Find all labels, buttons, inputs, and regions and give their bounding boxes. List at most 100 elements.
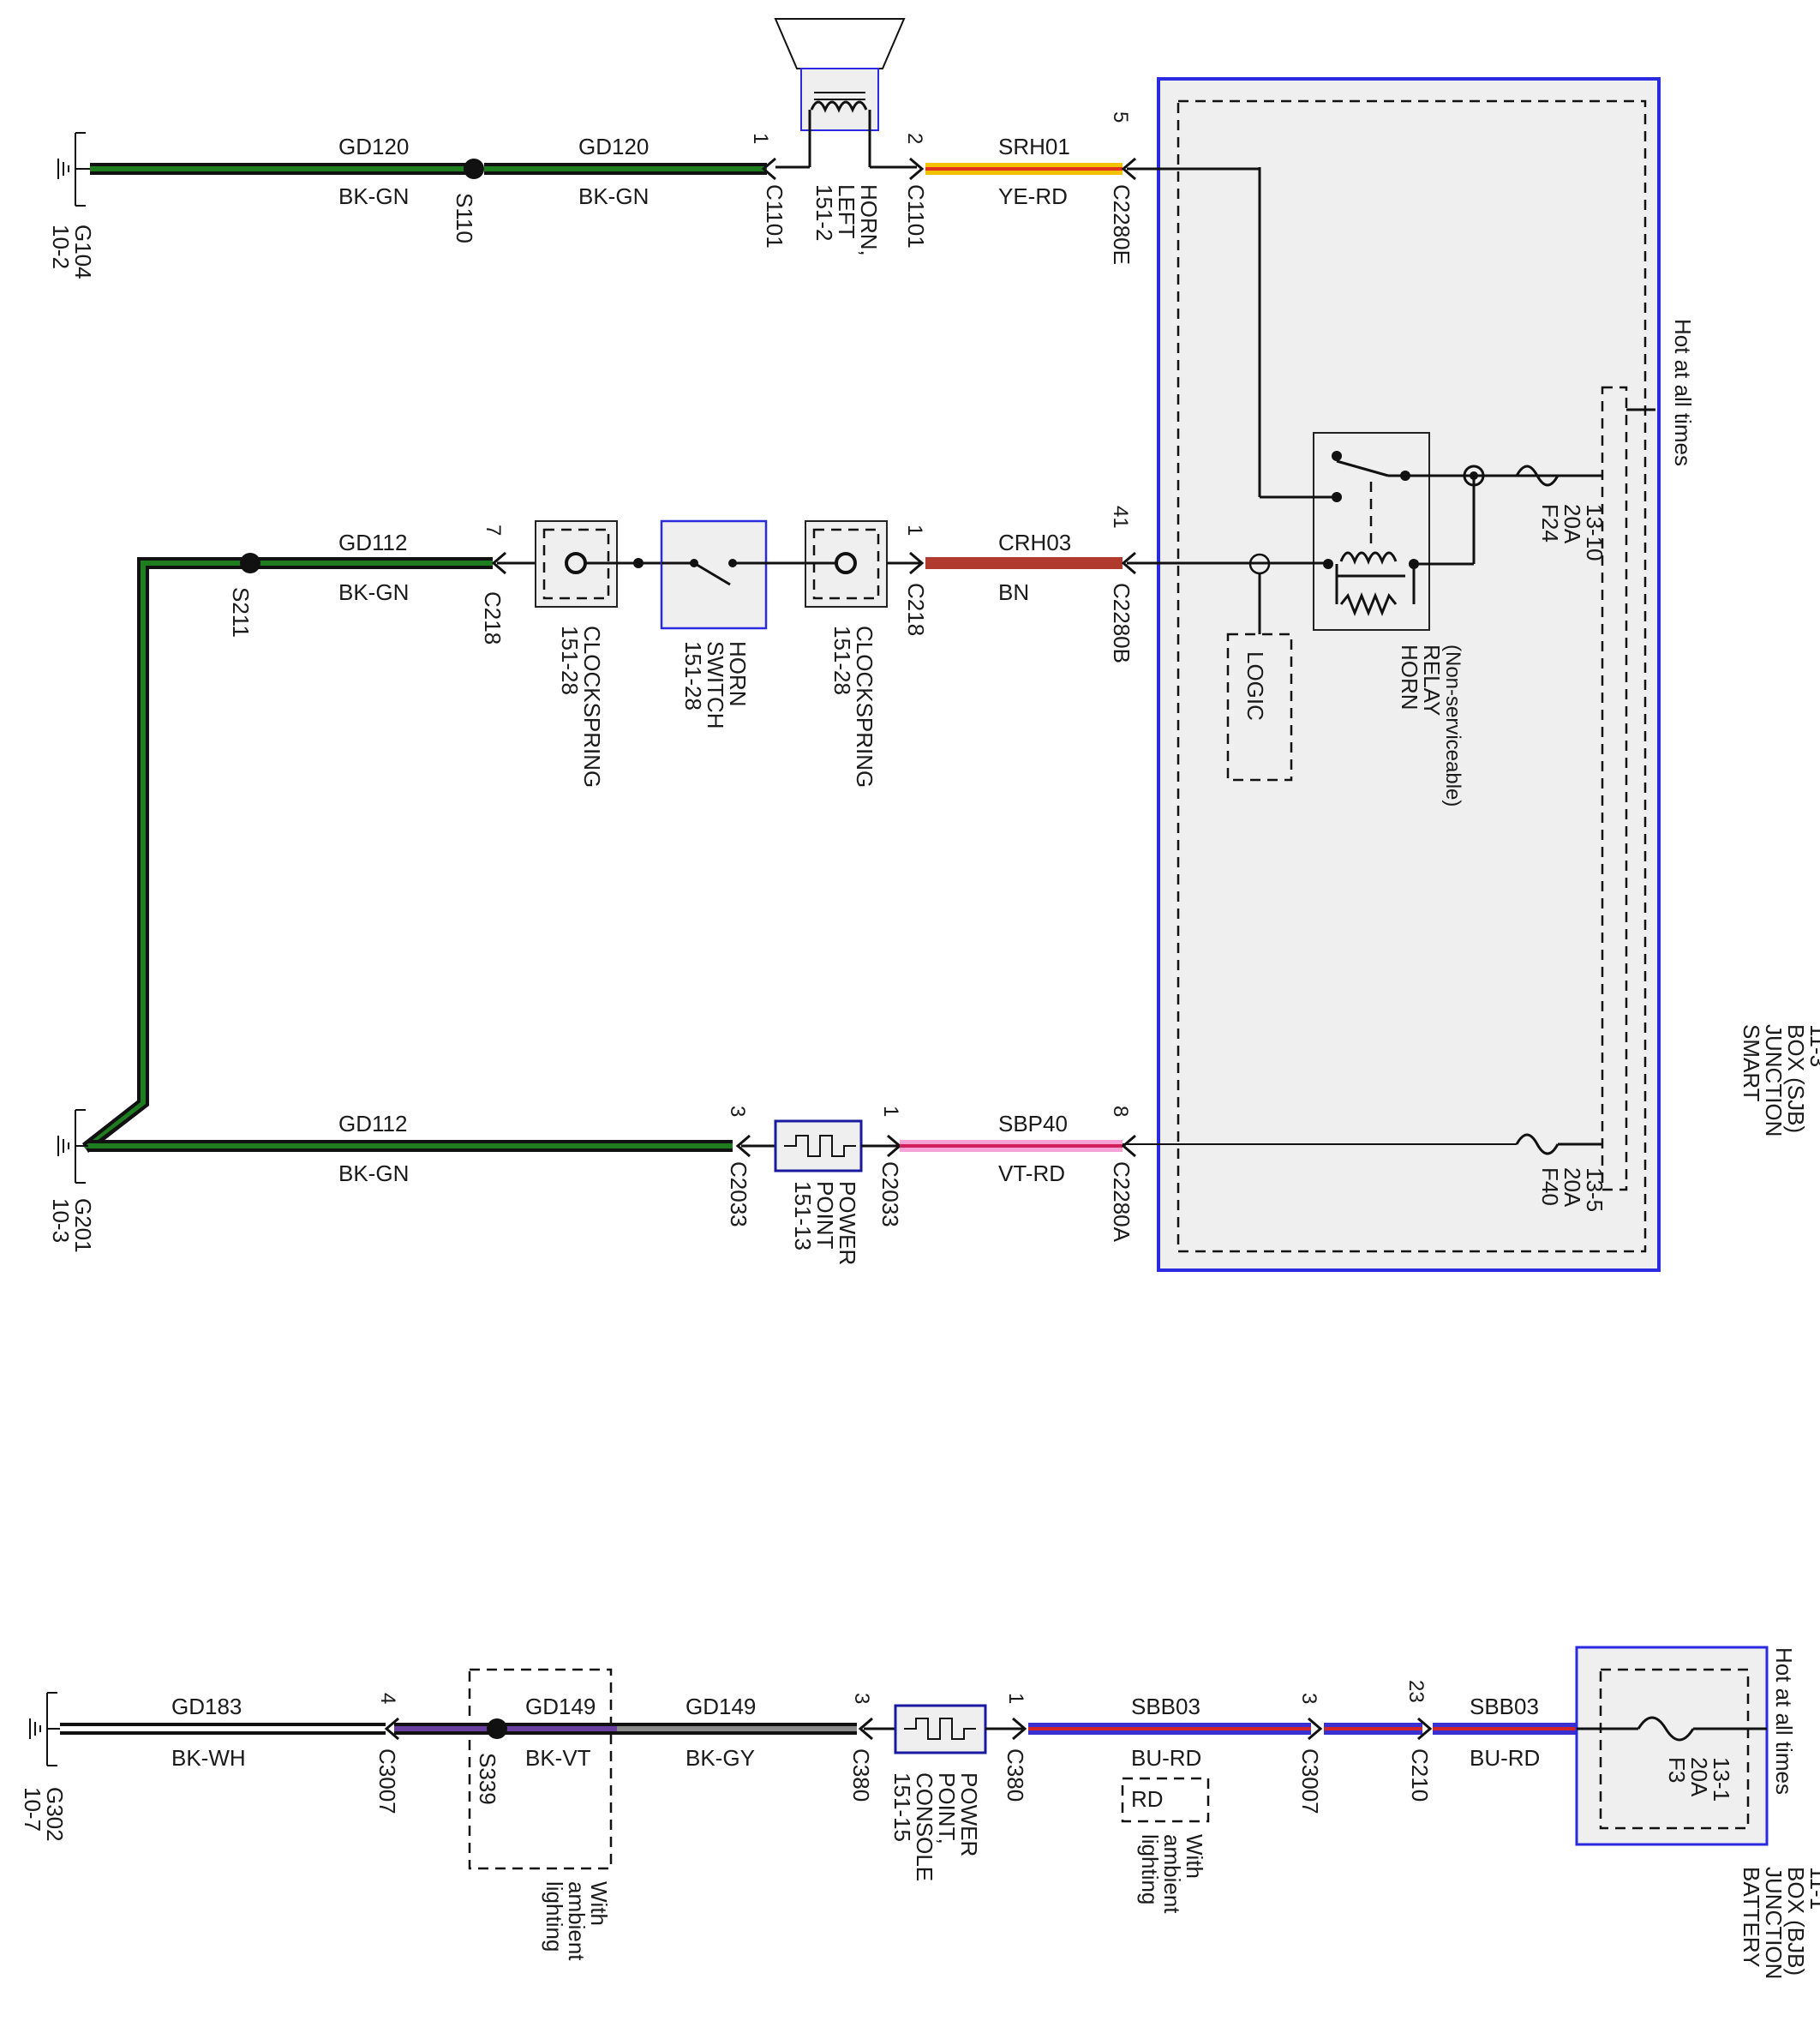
wire-sbp40-stripe bbox=[900, 1144, 1123, 1148]
svg-text:JUNCTION: JUNCTION bbox=[1761, 1867, 1787, 1979]
row4-pp-left-conn: C380 bbox=[848, 1748, 874, 1802]
svg-text:151-28: 151-28 bbox=[557, 626, 583, 695]
row2-sjb-arrow bbox=[1121, 551, 1136, 575]
row2-cs-right-conn: C218 bbox=[903, 583, 929, 636]
ambient-right-label: With ambient lighting bbox=[1137, 1834, 1207, 1914]
row2-cs-right-arrow bbox=[909, 551, 925, 575]
row2-node bbox=[633, 558, 644, 568]
wire-gd120-a-core bbox=[90, 166, 471, 171]
row4-c3007-right-arrow bbox=[1308, 1717, 1323, 1741]
wire-sbb03-a-circuit: SBB03 bbox=[1131, 1694, 1200, 1719]
splice-s110-label: S110 bbox=[452, 193, 477, 243]
svg-text:POWER: POWER bbox=[835, 1181, 860, 1265]
row1-sjb-arrow bbox=[1121, 157, 1136, 181]
wire-gd112-b-core bbox=[88, 1143, 733, 1148]
wire-gd120-a-color: BK-GN bbox=[338, 183, 409, 209]
wire-crh03 bbox=[925, 557, 1123, 569]
row1-conn2: C1101 bbox=[903, 184, 929, 249]
svg-text:20A: 20A bbox=[1560, 1167, 1585, 1208]
wire-crh03-circuit: CRH03 bbox=[998, 530, 1071, 555]
row4-pp-left-arrow bbox=[858, 1717, 873, 1741]
wire-gd112-ground-run-core bbox=[84, 561, 250, 1149]
svg-text:ambient: ambient bbox=[1159, 1834, 1185, 1914]
sjb-hot-label: Hot at all times bbox=[1670, 319, 1696, 466]
row4-c3007-right-conn: C3007 bbox=[1297, 1748, 1323, 1814]
svg-text:JUNCTION: JUNCTION bbox=[1761, 1024, 1787, 1136]
sjb-f40-label: F40 20A 13-5 bbox=[1537, 1167, 1607, 1212]
wire-sbp40-color: VT-RD bbox=[998, 1160, 1065, 1186]
svg-text:151-15: 151-15 bbox=[889, 1772, 915, 1842]
wire-gd120-b-core bbox=[484, 166, 767, 171]
fuse-f3-label: F3 20A 13-1 bbox=[1664, 1757, 1734, 1802]
wire-gd120-a-circuit: GD120 bbox=[338, 134, 409, 159]
row1-sjb-conn: C2280E bbox=[1109, 184, 1135, 265]
clockspring-right bbox=[805, 520, 888, 608]
wire-gd112-a-circuit: GD112 bbox=[338, 530, 407, 555]
power-point-console[interactable] bbox=[894, 1704, 987, 1754]
svg-text:RELAY: RELAY bbox=[1419, 645, 1445, 716]
splice-s211-label: S211 bbox=[228, 587, 254, 638]
horn-switch-label: HORN SWITCH 151-28 bbox=[680, 641, 751, 729]
horn-switch[interactable] bbox=[660, 519, 768, 630]
row1-pin1: 1 bbox=[749, 133, 772, 144]
wire-gd149-bkvt-circuit: GD149 bbox=[525, 1694, 596, 1719]
ambient-right-tag-box bbox=[1121, 1777, 1210, 1823]
svg-text:F24: F24 bbox=[1537, 504, 1563, 543]
row2-cs-right-pin: 1 bbox=[903, 525, 926, 536]
row4-c3007-left-arrow bbox=[384, 1717, 399, 1741]
wire-gd112-ground-run bbox=[82, 557, 250, 1153]
row4-c210-conn: C210 bbox=[1407, 1748, 1433, 1802]
svg-text:With: With bbox=[586, 1881, 612, 1926]
smart-junction-box bbox=[1157, 77, 1661, 1272]
ambient-right-tag: RD bbox=[1131, 1786, 1164, 1812]
row4-ground-g302 bbox=[29, 1692, 62, 1766]
row2-sjb-conn: C2280B bbox=[1109, 583, 1135, 663]
svg-text:CLOCKSPRING: CLOCKSPRING bbox=[579, 626, 605, 788]
splice-s110 bbox=[464, 159, 484, 179]
logic-label: LOGIC bbox=[1242, 651, 1268, 721]
row4-pp-right-pin: 1 bbox=[1004, 1693, 1027, 1704]
svg-text:F3: F3 bbox=[1664, 1757, 1690, 1783]
row1-conn1: C1101 bbox=[762, 184, 787, 249]
svg-text:CONSOLE: CONSOLE bbox=[912, 1772, 937, 1881]
row2-cs-left-pin: 7 bbox=[482, 525, 505, 536]
wire-gd120-b-color: BK-GN bbox=[578, 183, 649, 209]
svg-text:POWER: POWER bbox=[956, 1772, 982, 1856]
svg-text:G104: G104 bbox=[70, 225, 96, 279]
power-point-151-13[interactable] bbox=[774, 1119, 863, 1172]
svg-text:151-28: 151-28 bbox=[680, 641, 706, 711]
wire-gd149-bkgy-core bbox=[617, 1726, 857, 1731]
wire-gd149-bkgy-color: BK-GY bbox=[685, 1745, 755, 1771]
svg-text:151-2: 151-2 bbox=[811, 184, 837, 242]
svg-text:13-5: 13-5 bbox=[1582, 1167, 1607, 1212]
svg-text:G302: G302 bbox=[42, 1787, 68, 1842]
wire-gd112-b-color: BK-GN bbox=[338, 1160, 409, 1186]
svg-text:ambient: ambient bbox=[564, 1881, 590, 1961]
clockspring-left-label: CLOCKSPRING 151-28 bbox=[557, 626, 605, 788]
wire-sbb03-b-stripe bbox=[1324, 1727, 1422, 1730]
row4-c210-pin: 23 bbox=[1404, 1680, 1428, 1703]
svg-text:10-7: 10-7 bbox=[20, 1787, 45, 1832]
svg-text:151-13: 151-13 bbox=[790, 1181, 816, 1250]
bjb-name-label: BATTERY JUNCTION BOX (BJB) 11-1 bbox=[1739, 1867, 1820, 1979]
row3-ground-label: G201 10-3 bbox=[48, 1198, 96, 1253]
fuse-f24 bbox=[1515, 465, 1602, 487]
row4-c210-arrow bbox=[1417, 1717, 1433, 1741]
row3-pp-left-arrow bbox=[735, 1134, 751, 1158]
row4-pp-left-pin: 3 bbox=[850, 1693, 873, 1704]
horn-left-label: HORN, LEFT 151-2 bbox=[811, 184, 882, 256]
svg-text:13-1: 13-1 bbox=[1709, 1757, 1734, 1802]
svg-text:10-3: 10-3 bbox=[48, 1198, 74, 1243]
row1-ground-g104 bbox=[57, 132, 90, 207]
row4-pp-right-conn: C380 bbox=[1003, 1748, 1028, 1802]
svg-text:151-28: 151-28 bbox=[829, 626, 855, 695]
wire-sbb03-a-stripe bbox=[1028, 1727, 1311, 1730]
wire-srh01-circuit: SRH01 bbox=[998, 134, 1070, 159]
power-point-151-13-label: POWER POINT 151-13 bbox=[790, 1181, 860, 1265]
ambient-left-box bbox=[468, 1668, 613, 1870]
clockspring-left bbox=[535, 520, 618, 608]
wire-gd112-b-circuit: GD112 bbox=[338, 1111, 407, 1136]
svg-text:11-3: 11-3 bbox=[1805, 1024, 1820, 1067]
wire-gd183-color: BK-WH bbox=[171, 1745, 246, 1771]
